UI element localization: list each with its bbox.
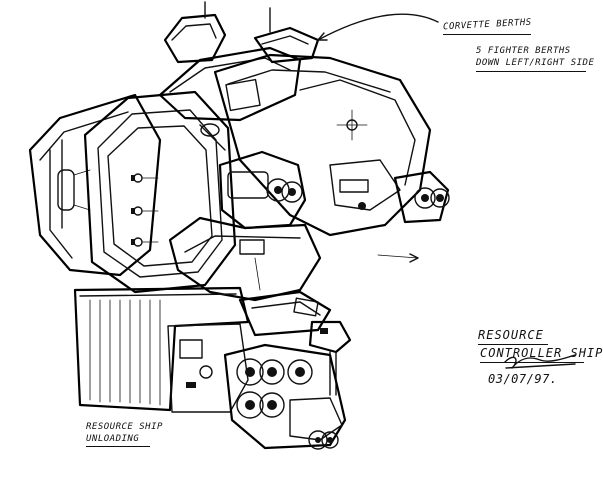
label-date: 03/07/97. — [488, 372, 558, 386]
underline-corvette — [443, 34, 531, 35]
underline-title-2 — [480, 362, 584, 363]
signature-mark — [504, 354, 576, 369]
docking-arm — [238, 290, 352, 396]
label-unloading: UNLOADING — [86, 434, 140, 444]
annotation-leaders — [317, 13, 439, 263]
label-fighter-berths: 5 FIGHTER BERTHS — [476, 46, 571, 56]
underline-title-1 — [478, 344, 548, 345]
label-ship-title-line1: RESOURCE — [478, 328, 544, 342]
label-resource-ship: RESOURCE SHIP — [86, 422, 163, 432]
resource-ship-block — [73, 286, 250, 413]
lower-engine-cluster — [223, 343, 347, 450]
label-ship-title-line2: CONTROLLER SHIP — [480, 346, 603, 360]
underline-note — [86, 446, 150, 447]
central-octagon-hull — [83, 90, 237, 294]
center-engine-module — [199, 123, 307, 230]
forward-armor-block — [213, 53, 432, 237]
underline-fighter — [476, 71, 586, 72]
right-engine-pod — [393, 170, 450, 224]
rear-hull — [28, 93, 162, 277]
label-fighter-berths-side: DOWN LEFT/RIGHT SIDE — [476, 58, 595, 68]
lower-rounded-hull — [168, 216, 322, 302]
upper-dome — [158, 1, 320, 122]
